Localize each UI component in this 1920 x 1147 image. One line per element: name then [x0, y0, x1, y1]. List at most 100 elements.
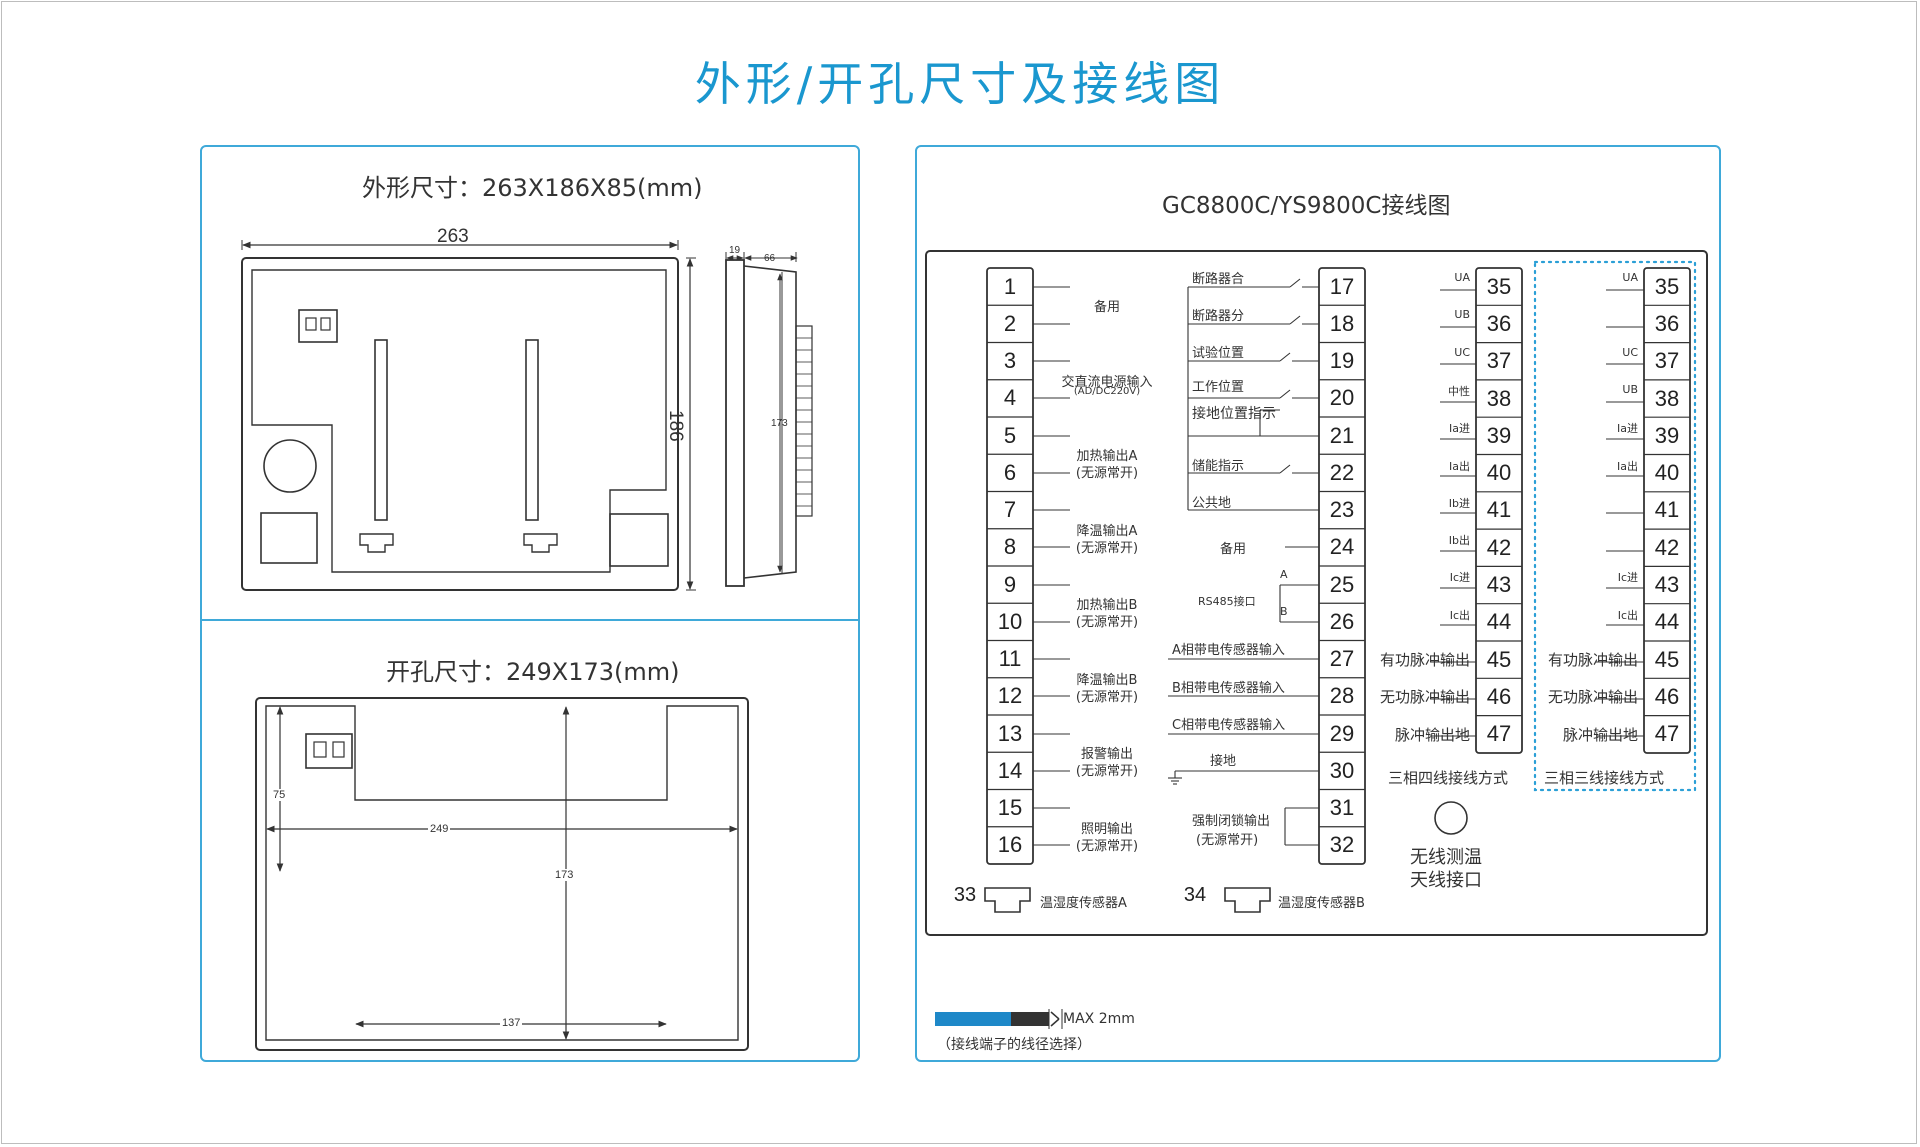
label-phase-a-sensor: A相带电传感器输入	[1172, 643, 1285, 658]
antenna-label-2: 天线接口	[1410, 870, 1482, 891]
col1-label: 加热输出A	[1076, 449, 1138, 465]
terminal-3w-43: 43	[1654, 572, 1680, 598]
terminal-11: 11	[998, 646, 1022, 672]
dimensions-panel	[200, 145, 860, 1062]
cutout-drawing	[255, 697, 749, 1051]
label-ground-30: 接地	[1210, 754, 1237, 769]
col-label: UA	[1454, 271, 1470, 284]
terminal-3: 3	[1003, 348, 1017, 374]
cutout-title: 开孔尺寸：249X173(mm)	[386, 658, 680, 686]
col-label: 脉冲输出地	[1394, 725, 1470, 744]
col-label: 中性	[1448, 384, 1470, 398]
legend-note: （接线端子的线径选择）	[937, 1037, 1091, 1053]
sensor-b-connector-icon	[1224, 887, 1271, 913]
col-label: 脉冲输出地	[1562, 725, 1638, 744]
terminal-4w-46: 46	[1486, 683, 1512, 709]
label-common-ground: 公共地	[1192, 496, 1232, 511]
col-label: UB	[1454, 308, 1470, 322]
label-phase-b-sensor: B相带电传感器输入	[1172, 681, 1285, 696]
col-label: 有功脉冲输出	[1379, 651, 1470, 669]
terminal-3w-37: 37	[1654, 348, 1680, 374]
col-label: Ib进	[1448, 496, 1470, 510]
terminal-4w-40: 40	[1486, 460, 1512, 486]
terminal-21: 21	[1329, 422, 1355, 448]
terminal-17: 17	[1329, 273, 1355, 299]
col-label: UA	[1622, 271, 1638, 284]
col-label: UB	[1622, 382, 1638, 396]
terminal-3w-39: 39	[1654, 422, 1680, 448]
dim-137: 137	[500, 1017, 523, 1029]
terminal-13: 13	[997, 720, 1023, 746]
col1-label: 备用	[1093, 300, 1121, 316]
terminal-4w-38: 38	[1486, 385, 1512, 411]
terminal-4w-36: 36	[1486, 310, 1512, 336]
dim-249: 249	[428, 823, 451, 835]
terminal-3w-47: 47	[1654, 721, 1680, 747]
terminal-3w-45: 45	[1654, 646, 1680, 672]
terminal-15: 15	[997, 795, 1023, 821]
side-view-drawing	[725, 259, 813, 587]
terminal-1: 1	[1003, 273, 1017, 299]
col1-label: (AD/DC220V)	[1073, 385, 1141, 397]
dim-186: 186	[665, 410, 686, 442]
terminal-3w-44: 44	[1654, 609, 1680, 635]
terminal-12: 12	[997, 683, 1023, 709]
col-label: Ic进	[1617, 571, 1638, 585]
terminal-27: 27	[1329, 646, 1355, 672]
terminal-3w-36: 36	[1654, 310, 1680, 336]
col-label: Ia出	[1617, 459, 1638, 473]
terminal-4w-43: 43	[1486, 572, 1512, 598]
terminal-4w-37: 37	[1486, 348, 1512, 374]
wiring-title: GC8800C/YS9800C接线图	[1162, 193, 1451, 219]
antenna-label-1: 无线测温	[1410, 847, 1482, 868]
terminal-8: 8	[1003, 534, 1017, 560]
label-test-position: 试验位置	[1192, 346, 1245, 361]
terminal-26: 26	[1329, 608, 1355, 634]
antenna-port-icon	[1434, 801, 1468, 835]
col-label: Ia进	[1617, 422, 1638, 436]
col1-label: (无源常开)	[1075, 764, 1139, 779]
terminal-2: 2	[1003, 310, 1017, 336]
terminal-3w-41: 41	[1654, 497, 1680, 523]
col1-label: 降温输出A	[1076, 523, 1138, 539]
terminal-10: 10	[997, 608, 1023, 634]
dim-75: 75	[273, 789, 286, 801]
terminal-4w-44: 44	[1486, 609, 1512, 635]
wiring-box	[925, 250, 1708, 936]
col1-label: (无源常开)	[1075, 615, 1139, 630]
label-rs485-a: A	[1280, 568, 1288, 581]
col-label: Ic出	[1617, 608, 1638, 622]
col-label: 无功脉冲输出	[1547, 688, 1638, 707]
label-energy-storage: 储能指示	[1192, 459, 1245, 474]
dim-66: 66	[764, 253, 776, 264]
front-view-drawing	[241, 257, 679, 591]
col1-label: (无源常开)	[1075, 540, 1139, 556]
panel-divider	[201, 619, 859, 621]
outline-title: 外形尺寸：263X186X85(mm)	[362, 174, 703, 202]
col1-label: (无源常开)	[1075, 466, 1139, 481]
terminal-4w-39: 39	[1486, 422, 1512, 448]
label-ground-position: 接地位置指示	[1192, 406, 1276, 422]
dim-263: 263	[437, 226, 469, 247]
col1-label: 照明输出	[1080, 821, 1134, 837]
wire-gauge-legend-icon	[935, 1009, 1063, 1029]
col-label: 有功脉冲输出	[1547, 651, 1638, 669]
col-label: Ia出	[1449, 459, 1470, 473]
terminal-4w-41: 41	[1486, 497, 1512, 523]
col1-label: 报警输出	[1080, 747, 1134, 763]
terminal-16: 16	[997, 832, 1023, 858]
three-wire-highlight	[1533, 260, 1697, 792]
label-forced-lock: 强制闭锁输出	[1192, 814, 1271, 829]
terminal-strip-3	[1475, 267, 1523, 754]
terminal-4: 4	[1003, 385, 1017, 411]
terminal-31: 31	[1329, 795, 1355, 821]
terminal-3w-40: 40	[1654, 460, 1680, 486]
wiring-panel	[915, 145, 1721, 1062]
terminal-7: 7	[1003, 497, 1017, 523]
col-label: UC	[1454, 345, 1470, 359]
sensor-a-number: 33	[953, 884, 977, 906]
col-label: 无功脉冲输出	[1379, 688, 1470, 707]
terminal-9: 9	[1003, 571, 1017, 597]
terminal-3w-38: 38	[1654, 385, 1680, 411]
